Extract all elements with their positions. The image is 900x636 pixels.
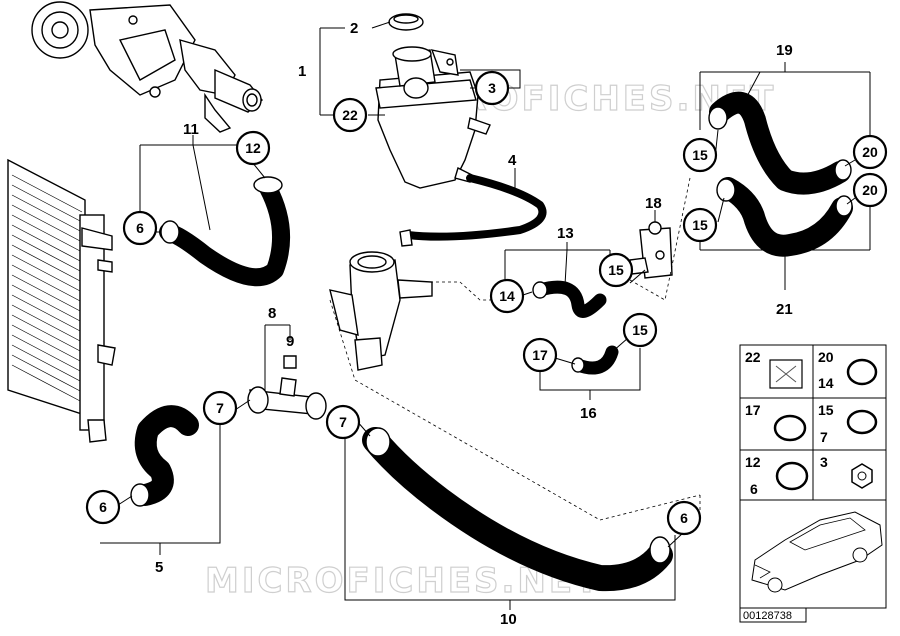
callout-6c: 6 xyxy=(680,510,688,526)
clamp-6-icon xyxy=(160,220,180,244)
callout-18: 18 xyxy=(645,195,662,212)
callout-15b: 15 xyxy=(632,322,648,338)
callout-7b-circle: 7 xyxy=(325,404,361,440)
radiator-icon xyxy=(7,158,116,443)
callout-14: 14 xyxy=(499,288,515,304)
callout-6a-circle: 6 xyxy=(122,210,158,246)
legend-12: 12 xyxy=(745,454,761,470)
t-connector-8-icon xyxy=(247,355,327,420)
legend-17: 17 xyxy=(745,402,761,418)
doc-number-box xyxy=(739,607,807,623)
label-sticker-icon xyxy=(769,359,803,389)
callout-7a: 7 xyxy=(216,400,224,416)
callout-15c-circle: 15 xyxy=(682,137,718,173)
legend-14: 14 xyxy=(818,375,834,391)
bleed-screw-9-icon xyxy=(283,355,297,369)
callout-3: 3 xyxy=(488,80,496,96)
callout-21: 21 xyxy=(776,301,793,318)
thermostat-housing-icon xyxy=(329,229,433,371)
callout-20b-circle: 20 xyxy=(852,172,888,208)
callout-15a: 15 xyxy=(608,262,624,278)
expansion-tank-icon xyxy=(375,46,491,189)
car-sedan-icon xyxy=(739,499,887,609)
callout-6b-circle: 6 xyxy=(85,489,121,525)
legend-panel: 22 20 14 17 15 7 12 6 3 xyxy=(739,344,887,501)
callout-11: 11 xyxy=(183,121,199,138)
callout-17: 17 xyxy=(532,347,548,363)
callout-6a: 6 xyxy=(136,220,144,236)
callout-20a: 20 xyxy=(862,144,878,160)
legend-3: 3 xyxy=(820,454,828,470)
doc-number: 00128738 xyxy=(743,610,792,622)
callout-2: 2 xyxy=(350,20,358,37)
callout-12: 12 xyxy=(245,140,261,156)
legend-7: 7 xyxy=(820,429,828,445)
callout-20b: 20 xyxy=(862,182,878,198)
callout-6b: 6 xyxy=(99,499,107,515)
tank-cap-icon xyxy=(388,13,424,31)
callout-16: 16 xyxy=(580,405,597,422)
callout-15b-circle: 15 xyxy=(622,312,658,348)
callout-17-circle: 17 xyxy=(522,337,558,373)
callout-15c: 15 xyxy=(692,147,708,163)
callout-8: 8 xyxy=(268,305,276,322)
callout-10: 10 xyxy=(500,611,517,628)
callout-13: 13 xyxy=(557,225,574,242)
callout-19: 19 xyxy=(776,42,793,59)
callout-15d-circle: 15 xyxy=(682,207,718,243)
callout-15d: 15 xyxy=(692,217,708,233)
callout-4: 4 xyxy=(508,152,517,169)
valve-18-icon xyxy=(629,221,673,279)
callout-3-circle: 3 xyxy=(474,70,510,106)
callout-22-circle: 22 xyxy=(332,97,368,133)
callout-9: 9 xyxy=(286,333,294,350)
clamp-15-icon xyxy=(846,409,878,435)
water-pump-icon xyxy=(31,1,263,133)
clamp-12-6-icon xyxy=(775,461,809,491)
callout-14-circle: 14 xyxy=(489,278,525,314)
callout-20a-circle: 20 xyxy=(852,134,888,170)
hose-clamp-icon xyxy=(846,358,878,386)
legend-20: 20 xyxy=(818,349,834,365)
callout-1: 1 xyxy=(298,63,306,80)
legend-6: 6 xyxy=(750,481,758,497)
callout-7b: 7 xyxy=(339,414,347,430)
legend-15: 15 xyxy=(818,402,834,418)
callout-22: 22 xyxy=(342,107,358,123)
callout-6c-circle: 6 xyxy=(666,500,702,536)
clamp-12-icon xyxy=(253,176,283,194)
callout-5: 5 xyxy=(155,559,163,576)
callout-7a-circle: 7 xyxy=(202,390,238,426)
callout-15a-circle: 15 xyxy=(598,252,634,288)
legend-22: 22 xyxy=(745,349,761,365)
callout-12-circle: 12 xyxy=(235,130,271,166)
clamp-17-icon xyxy=(773,414,807,442)
